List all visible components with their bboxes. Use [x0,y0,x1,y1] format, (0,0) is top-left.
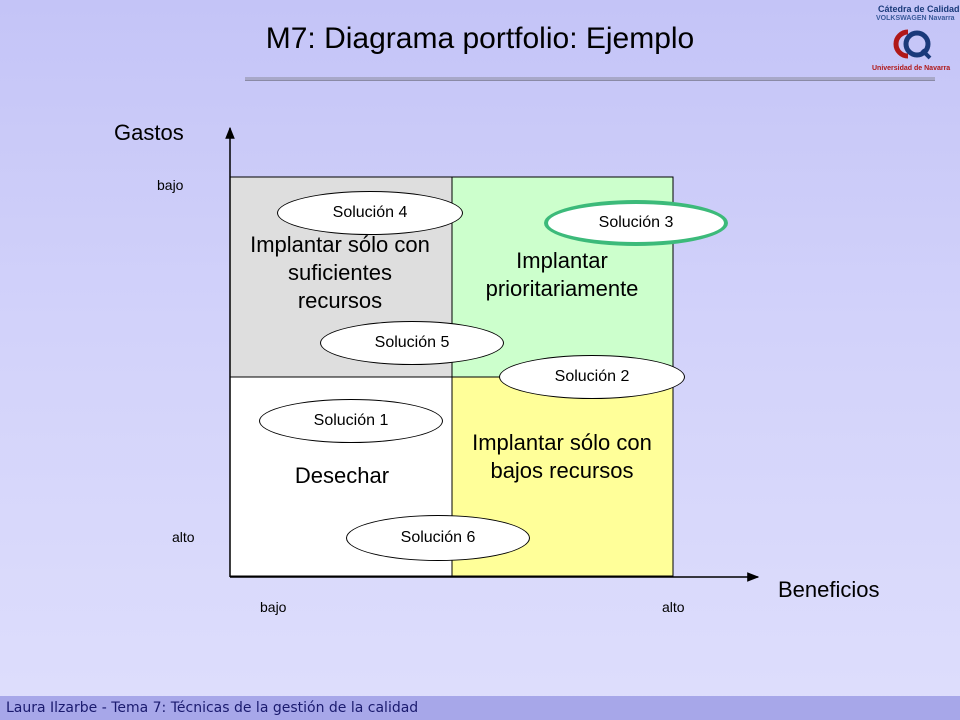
x-axis-label: Beneficios [778,577,880,602]
quadrant-top-left-label: Implantar sólo con suficientes recursos [250,232,430,313]
quadrant-top-right-label: Implantar prioritariamente [485,248,639,301]
solution-3: Solución 3 [544,200,728,246]
logo-line-2: VOLKSWAGEN Navarra [876,15,955,22]
quadrant-bottom-left-label: Desechar [294,463,390,488]
solution-5: Solución 5 [320,321,504,365]
quadrant-bottom-right-label: Implantar sólo con bajos recursos [472,430,652,483]
y-axis-label: Gastos [114,120,184,145]
slide-title: M7: Diagrama portfolio: Ejemplo [265,22,695,55]
y-tick-bottom: alto [172,529,195,545]
x-tick-right: alto [662,599,685,615]
logo-line-1: Cátedra de Calidad [878,4,960,14]
y-tick-top: bajo [157,177,184,193]
logo: Cátedra de Calidad VOLKSWAGEN Navarra Un… [858,2,960,82]
solution-6: Solución 6 [346,515,530,561]
solution-1: Solución 1 [259,399,443,443]
title-divider [245,77,935,81]
footer: Laura Ilzarbe - Tema 7: Técnicas de la g… [0,696,960,720]
logo-line-3: Universidad de Navarra [872,65,951,72]
university-emblem-icon [893,29,932,60]
solution-2: Solución 2 [499,355,685,399]
x-tick-left: bajo [260,599,287,615]
solution-4: Solución 4 [277,191,463,235]
